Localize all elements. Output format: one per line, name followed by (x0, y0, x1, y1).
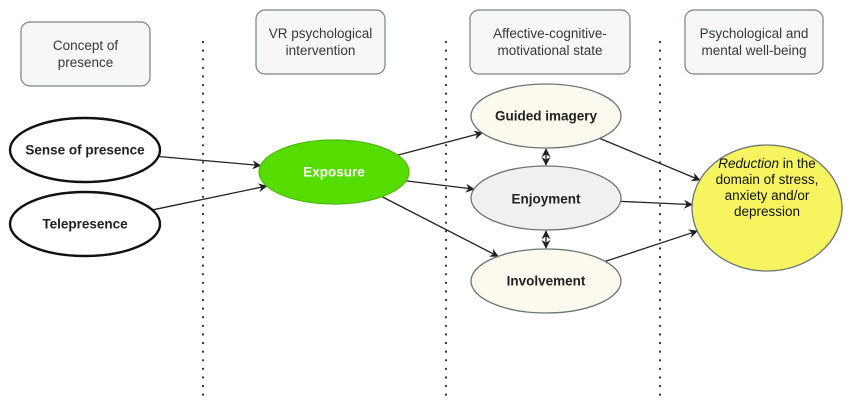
node-telepresence: Telepresence (8, 190, 162, 258)
edge-enjoyment-to-reduction (620, 199, 694, 209)
column-header-state: Affective-cognitive- motivational state (469, 9, 631, 75)
involvement-ellipse (470, 248, 622, 314)
node-enjoyment: Enjoyment (470, 165, 622, 231)
sense-of-presence-label: Sense of presence (25, 143, 145, 158)
header-line-1: VR psychological (269, 26, 373, 41)
edge-exposure-to-enjoyment (406, 180, 475, 193)
edge-guided-imagery-to-reduction (599, 137, 701, 182)
edge-exposure-to-involvement (381, 196, 499, 257)
header-line-2: intervention (286, 43, 356, 58)
column-header-concept: Concept of presence (20, 21, 151, 87)
reduction-line-2: domain of stress, (716, 172, 819, 187)
header-line-1: Psychological and (700, 26, 809, 41)
header-line-1: Affective-cognitive- (493, 26, 607, 41)
reduction-ellipse (691, 144, 843, 272)
edge-telepresence-to-exposure (152, 183, 268, 211)
guided-imagery-ellipse (470, 83, 622, 149)
node-guided-imagery: Guided imagery (470, 83, 622, 149)
node-exposure: Exposure (258, 139, 410, 205)
telepresence-label: Telepresence (42, 217, 128, 232)
guided-imagery-label: Guided imagery (495, 109, 598, 124)
header-box (20, 21, 151, 87)
header-line-2: mental well-being (701, 43, 806, 58)
edge-exposure-to-guided-imagery (397, 130, 484, 156)
column-header-intervention: VR psychological intervention (255, 9, 386, 75)
reduction-line-1-rest: in the (779, 156, 816, 171)
enjoyment-label: Enjoyment (511, 192, 581, 207)
node-involvement: Involvement (470, 248, 622, 314)
exposure-label: Exposure (303, 165, 365, 180)
header-box (469, 9, 631, 75)
node-sense-of-presence: Sense of presence (8, 116, 162, 184)
header-box (684, 9, 824, 75)
edge-sense-of-presence-to-exposure (158, 155, 262, 170)
reduction-line-4: depression (734, 204, 800, 219)
header-line-1: Concept of (53, 38, 119, 53)
edges (152, 130, 701, 263)
reduction-line-3: anxiety and/or (725, 188, 810, 203)
telepresence-ellipse (8, 190, 162, 258)
reduction-italic-word: Reduction (718, 156, 779, 171)
edge-involvement-to-reduction (605, 229, 699, 263)
enjoyment-ellipse (470, 165, 622, 231)
header-line-2: motivational state (497, 43, 602, 58)
exposure-ellipse (258, 139, 410, 205)
header-line-2: presence (58, 55, 114, 70)
sense-of-presence-ellipse (8, 116, 162, 184)
node-reduction: Reduction in the domain of stress, anxie… (691, 144, 843, 272)
header-box (255, 9, 386, 75)
reduction-line-1: Reduction in the (718, 156, 816, 171)
involvement-label: Involvement (507, 274, 586, 289)
column-header-wellbeing: Psychological and mental well-being (684, 9, 824, 75)
